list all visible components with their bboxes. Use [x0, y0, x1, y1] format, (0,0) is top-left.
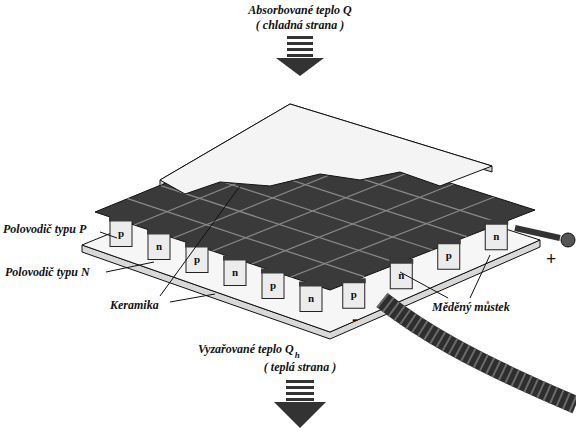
- semiconductor-block: [438, 241, 460, 269]
- copper-tab: [389, 259, 413, 264]
- subscript: h: [295, 350, 300, 360]
- heat-out-arrow: [274, 380, 326, 428]
- terminal-sign: -: [352, 310, 358, 328]
- semiconductor-block: [148, 232, 170, 260]
- copper-tab: [147, 230, 171, 235]
- minus-cable: [382, 300, 576, 405]
- copper-tab: [109, 217, 133, 222]
- copper-tab: [342, 278, 366, 283]
- semiconductor-block: [110, 219, 132, 247]
- semiconductor-type: p: [351, 288, 357, 300]
- terminal-sign: +: [546, 250, 556, 268]
- part-label: Polovodič typu P: [3, 222, 86, 236]
- semiconductor-type: p: [118, 227, 124, 239]
- semiconductor-block: [485, 222, 507, 250]
- semiconductor-type: p: [270, 279, 276, 291]
- semiconductor-type: n: [398, 269, 404, 281]
- plus-wire: [515, 228, 560, 238]
- part-label: Polovodič typu N: [5, 265, 90, 279]
- heat-label: Absorbované teplo Q: [248, 3, 351, 17]
- semiconductor-type: p: [194, 253, 200, 265]
- semiconductor-block: [390, 261, 412, 289]
- wire-end: [561, 233, 575, 247]
- semiconductor-block: [224, 258, 246, 286]
- semiconductor-block: [300, 284, 322, 312]
- copper-tab: [437, 239, 461, 244]
- semiconductor-type: n: [156, 240, 162, 252]
- copper-tab: [261, 269, 285, 274]
- side-label: ( teplá strana ): [264, 360, 336, 374]
- part-label: Měděný můstek: [432, 300, 510, 314]
- leader-lines: [100, 186, 490, 302]
- side-label: ( chladná strana ): [256, 18, 344, 32]
- part-label: Keramika: [110, 298, 159, 312]
- copper-tab: [299, 282, 323, 287]
- cable-texture: [382, 300, 576, 405]
- heat-in-arrow: [276, 36, 324, 76]
- semiconductor-block: [343, 280, 365, 308]
- semiconductor-type: n: [308, 292, 314, 304]
- copper-tab: [484, 220, 508, 225]
- semiconductor-type: n: [232, 266, 238, 278]
- semiconductor-blocks: [109, 217, 508, 312]
- top-ceramic: [160, 104, 492, 194]
- semiconductor-type: p: [446, 249, 452, 261]
- semiconductor-type: n: [493, 230, 499, 242]
- semiconductor-block: [186, 245, 208, 273]
- copper-tab: [223, 256, 247, 261]
- heat-label: Vyzařované teplo Q: [198, 342, 294, 356]
- semiconductor-block: [262, 271, 284, 299]
